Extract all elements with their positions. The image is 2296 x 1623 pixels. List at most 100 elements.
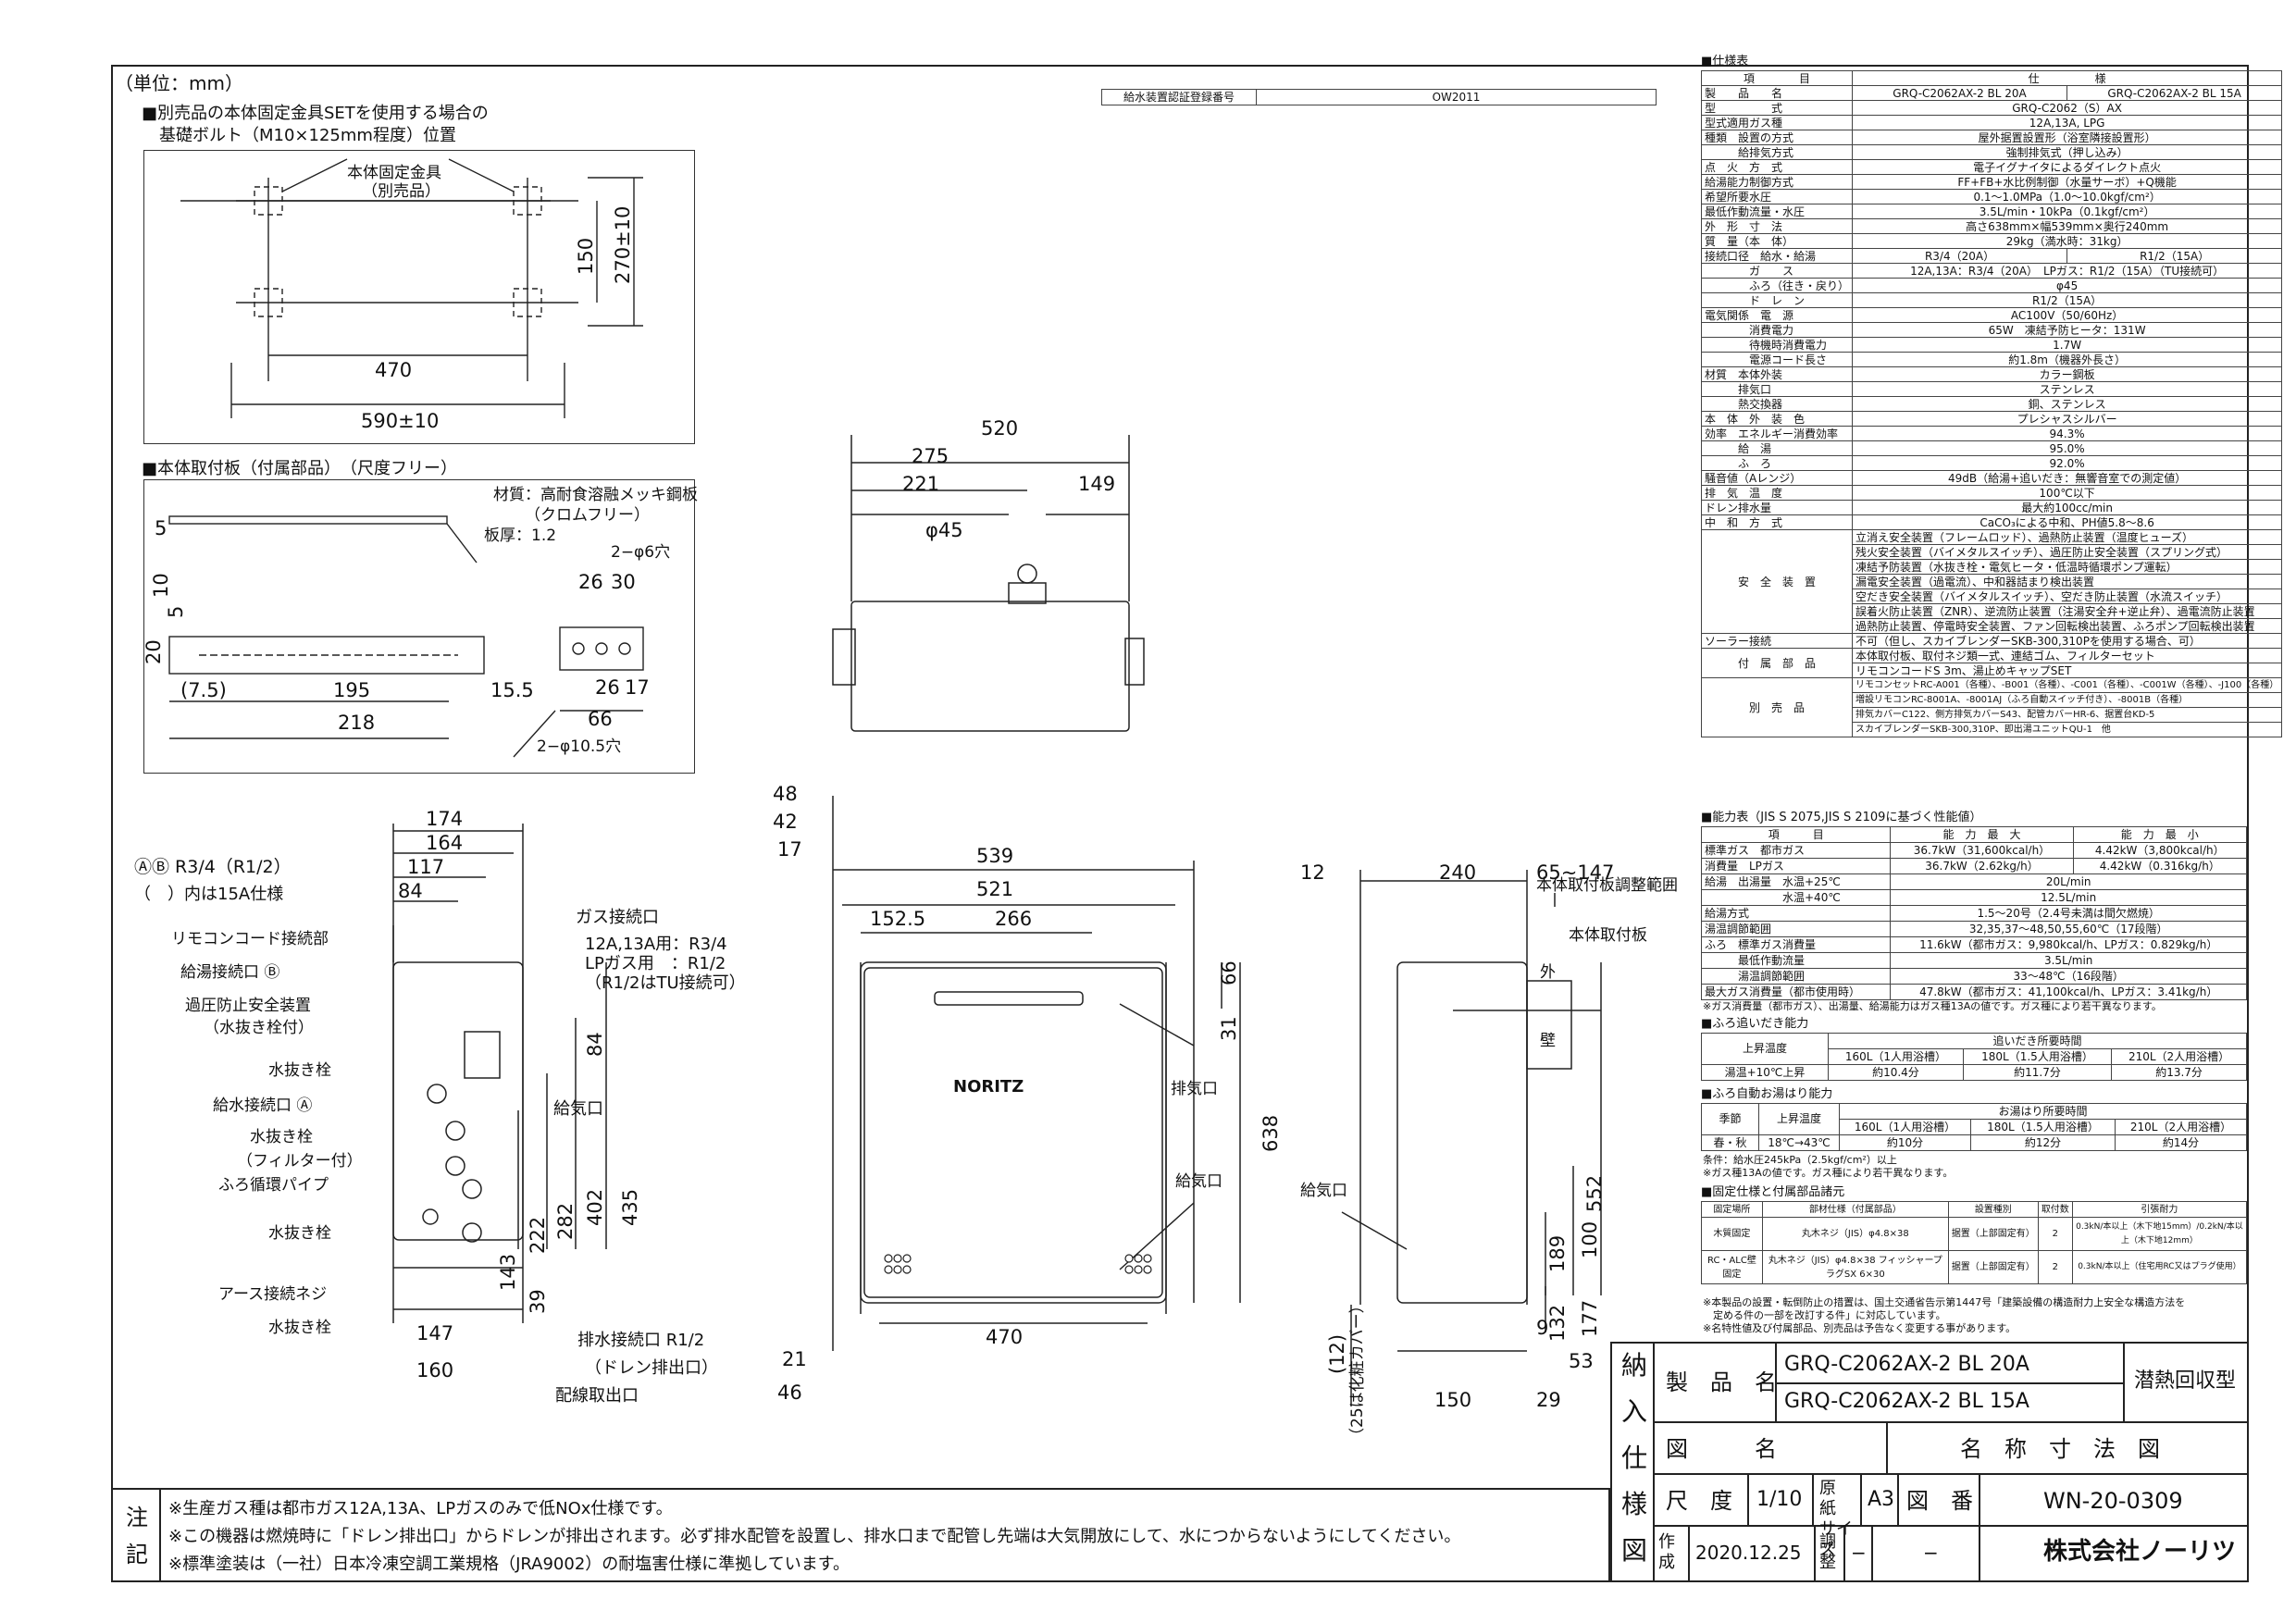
spec-row-label: 電源コード長さ [1700,352,1854,367]
sv-dim-100: 100 [1579,1221,1601,1258]
made-label: 作成 [1658,1532,1675,1572]
spec-safety-item: 空だき安全装置（バイメタルスイッチ）、空だき防止装置（水流スイッチ） [1852,588,2283,604]
lv-dim-222: 222 [527,1217,549,1254]
mp-dim-66: 66 [588,708,613,730]
autofill-head-time: お湯はり所要時間 [1839,1103,2247,1120]
cap-row-label: 湯温調節範囲 [1700,921,1892,937]
spec-safety-item: 残火安全装置（バイメタルスイッチ）、過圧防止安全装置（スプリング式） [1852,544,2283,560]
mp-dim-218: 218 [338,712,375,734]
spec-row-label: 外 形 寸 法 [1700,218,1854,234]
fixing-head-count: 取付数 [2037,1201,2073,1218]
drawing-number-label: 図 番 [1906,1488,1973,1514]
cap-row-value: 32,35,37～48,50,55,60℃（17段階） [1890,921,2247,937]
lv-label-6: 水抜き栓 [250,1128,313,1146]
cap-row-min: 4.42kW（3,800kcal/h） [2072,842,2248,859]
spec-solar-label: ソーラー接続 [1700,633,1854,649]
notes-label-1: 記 [126,1542,148,1567]
brand-logo: NORITZ [953,1077,1024,1096]
fv-dim-470: 470 [986,1326,1023,1348]
mp-dim-5a: 5 [155,517,167,539]
sv-dim-150: 150 [1434,1389,1471,1411]
spec-option-item: スカイブレンダーSKB-300,310P、即出湯ユニットQU-1 他 [1852,722,2283,737]
fixing-r1-part: 丸木ネジ（JIS）φ4.8×38 [1761,1217,1949,1251]
lv-dim-282: 282 [554,1203,577,1240]
reheat-table: 上昇温度追いだき所要時間 160L（1人用浴槽）180L（1.5人用浴槽）210… [1701,1033,2247,1081]
spec-row-value: 92.0% [1852,455,2283,471]
spec-row-value: φ45 [1852,278,2283,293]
spec-row-label: ガ ス [1700,263,1854,279]
spec-row-value: 3.5L/min・10kPa（0.1kgf/cm²） [1852,204,2283,219]
spec-row-label: 排 気 温 度 [1700,485,1854,501]
spec-row: 給排気方式強制排気式（押し込み） [1700,144,2283,160]
spec-row-label: ド レ ン [1700,292,1854,308]
spec-row: 本 体 外 装 色プレシャスシルバー [1700,411,2283,427]
sv-wall2: 壁 [1540,1032,1556,1050]
scale-label: 尺 度 [1666,1488,1732,1514]
lv-dim-435: 435 [619,1189,641,1226]
mount-holes10: 2−φ10.5穴 [537,737,621,756]
product-name-1: GRQ-C2062AX-2 BL 20A [1784,1353,2029,1376]
tv-dim-520: 520 [981,417,1018,440]
lv-supply-air: 給気口 [553,1099,603,1119]
lv-dim-174: 174 [426,808,463,830]
fv-dim-539: 539 [976,845,1013,867]
spec-safety-item: 過熱防止装置、停電時安全装置、ファン回転検出装置、ふろポンプ回転検出装置 [1852,618,2283,634]
spec-row-label: 種類 設置の方式 [1700,130,1854,145]
company-name: 株式会社ノーリツ [2043,1538,2237,1566]
sv-dim-29: 29 [1536,1389,1561,1411]
scale-value: 1/10 [1756,1488,1803,1511]
paper-value: A3 [1868,1488,1895,1511]
reheat-val-210: 約13.7分 [2111,1064,2247,1081]
mp-dim-26a: 26 [578,571,603,593]
reheat-col-160: 160L（1人用浴槽） [1828,1048,1964,1065]
spec-option-item: 増設リモコンRC-8001A、-8001AJ（ふろ自動スイッチ付き）、-8001… [1852,692,2283,708]
made-date: 2020.12.25 [1695,1542,1802,1564]
spec-safety-label: 安 全 装 置 [1700,529,1854,634]
spec-row-value: 約1.8m（機器外長さ） [1852,352,2283,367]
cap-row-label: 給湯方式 [1700,905,1892,922]
spec-option-item: 排気カバーC122、側方排気カバーS43、配管カバーHR-6、据置台KD-5 [1852,707,2283,723]
fixing-title: ■固定仕様と付属部品諸元 [1701,1185,1845,1199]
spec-row: 種類 設置の方式屋外据置設置形（浴室隣接設置形） [1700,130,2283,145]
fixing-head-strength: 引張耐力 [2071,1201,2248,1218]
spec-option-row: 別 売 品リモコンセットRC-A001（各種）、-B001（各種）、-C001（… [1700,677,2283,737]
autofill-val-210: 約14分 [2114,1134,2248,1151]
reheat-col-180: 180L（1.5人用浴槽） [1962,1048,2113,1065]
fixing-note2: 定める件の一部を改訂する件」に対応しています。 [1703,1309,1946,1321]
sv-range: 本体取付板調整範囲 [1536,876,1678,895]
autofill-col-180: 180L（1.5人用浴槽） [1970,1119,2116,1135]
wiring-label: 配線取出口 [555,1386,639,1406]
autofill-season: 春・秋 [1701,1134,1759,1151]
sv-dim-189: 189 [1546,1235,1569,1272]
mp-dim-10: 10 [150,573,172,598]
spec-row-label: 消費電力 [1700,322,1854,338]
side-char-3: 様 [1621,1489,1648,1519]
reheat-row-label: 湯温+10℃上昇 [1701,1064,1829,1081]
cap-row-label: 最大ガス消費量（都市使用時） [1700,984,1892,1000]
checker-value: − [1923,1542,1939,1564]
fv-supply: 給気口 [1175,1172,1222,1191]
product-label: 製 品 名 [1666,1369,1777,1395]
spec-row: ドレン排水量最大約100cc/min [1700,500,2283,515]
title-side: 納 入 仕 様 図 [1610,1342,1655,1582]
spec-row-value: 強制排気式（押し込み） [1852,144,2283,160]
fixing-r2-place: RC・ALC壁固定 [1701,1250,1763,1284]
fv-dim-46: 46 [777,1381,802,1404]
spec-safety-row: 誤着火防止装置（ZNR）、逆流防止装置（注湯安全弁+逆止弁）、過電流防止装置 [1702,603,2283,619]
autofill-head-temp: 上昇温度 [1758,1103,1840,1135]
fixing-head-place: 固定場所 [1701,1201,1763,1218]
spec-head-item: 項 目 [1700,70,1854,86]
spec-row-label: ふ ろ [1700,455,1854,471]
lv-label-9: 水抜き栓 [268,1224,331,1243]
mount-plate-panel [143,479,695,774]
tv-dim-275: 275 [912,445,949,467]
note-line-2: ※標準塗装は（一社）日本冷凍空調工業規格（JRA9002）の耐塩害仕様に準拠して… [168,1555,850,1574]
spec-row-label: 接続口径 給水・給湯 [1700,248,1854,264]
side-view-drawing: 12 240 65~147 552 189 100 132 177 9 53 1… [1300,861,1678,1443]
